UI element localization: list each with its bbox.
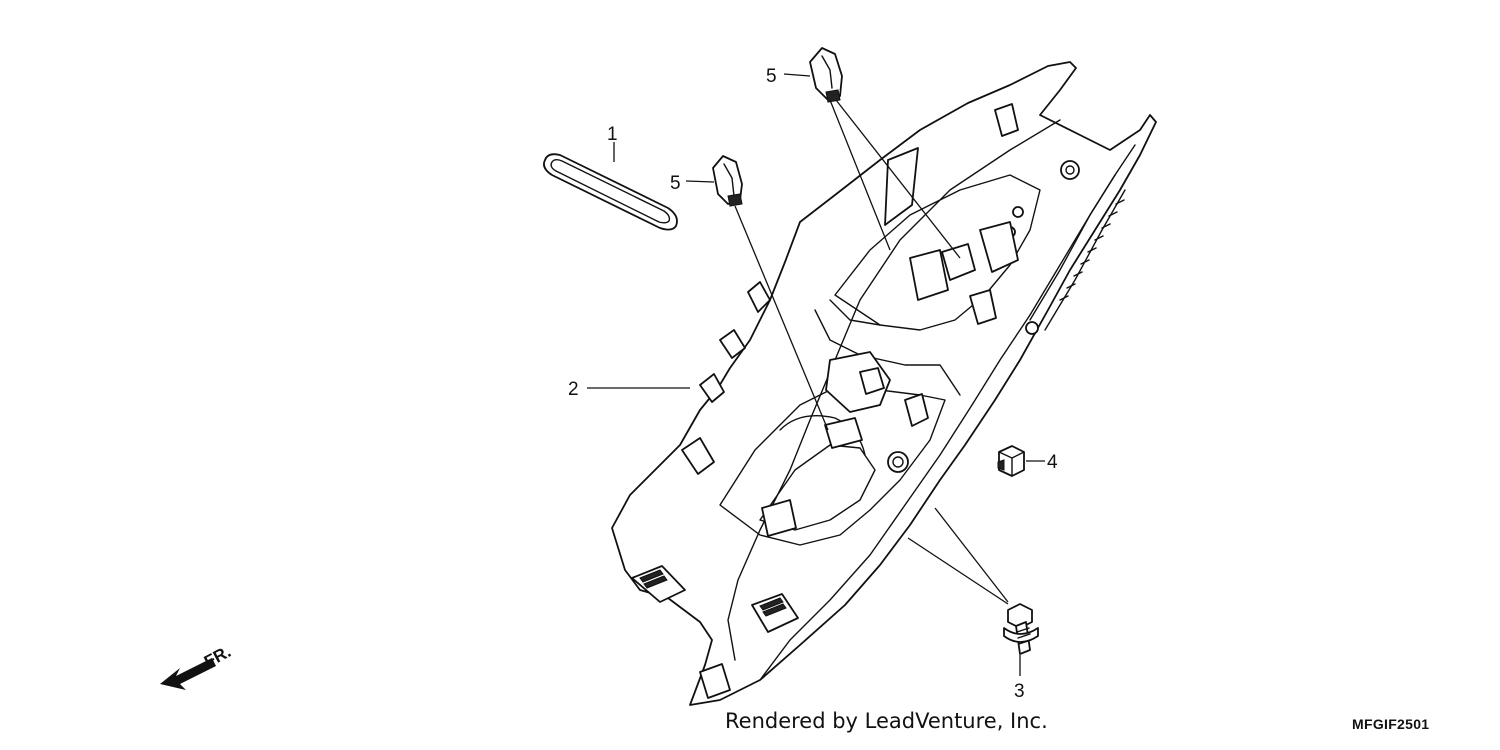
- callout-5-lower: 5: [670, 173, 681, 194]
- part-2-inner-fender: [611, 61, 1157, 706]
- render-credit: Rendered by LeadVenture, Inc.: [725, 709, 1048, 733]
- leader-lines: [587, 73, 1045, 676]
- callout-4: 4: [1047, 452, 1058, 473]
- part-5-clip-upper: [809, 47, 843, 103]
- callout-5-upper: 5: [766, 66, 777, 87]
- part-3-bolt: [1003, 603, 1039, 655]
- part-1-band: [543, 153, 678, 231]
- callout-3: 3: [1014, 681, 1025, 702]
- front-direction-indicator: FR.: [160, 642, 234, 690]
- diagram-code: MFGIF2501: [1352, 716, 1430, 732]
- part-4-nut: [997, 445, 1025, 477]
- callout-1: 1: [607, 124, 618, 145]
- callout-2: 2: [568, 379, 579, 400]
- part-5-clip-lower: [712, 155, 743, 207]
- front-arrow-icon: [160, 658, 216, 690]
- callouts: 1 2 3 4 5 5: [568, 66, 1058, 702]
